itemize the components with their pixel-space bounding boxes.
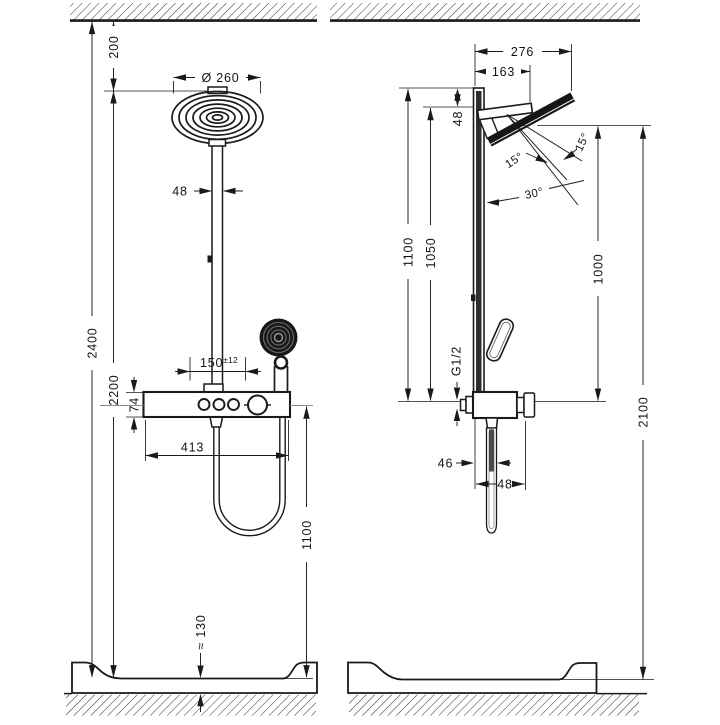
hose-loop-front: [209, 416, 286, 537]
ceiling-hatch-left: [70, 3, 317, 20]
dim-tray-depth: ≈ 130: [194, 614, 208, 712]
ceiling-hatch-right: [330, 3, 640, 20]
hose-connector-front: [209, 416, 224, 428]
svg-text:150±12: 150±12: [200, 355, 238, 370]
dim-head-reach-inner: 163: [475, 65, 531, 102]
valve-button-2: [212, 398, 226, 411]
svg-text:74: 74: [128, 397, 142, 413]
svg-text:1100: 1100: [402, 237, 416, 267]
front-view: 2400 200 2200: [64, 3, 318, 716]
dim-overall-height: 2400: [86, 327, 100, 358]
shower-pipe-front: [211, 139, 224, 393]
angle-annotations: 15° 15° 30°: [486, 131, 592, 206]
shower-tray-front: [71, 661, 318, 694]
overhead-shower-front: [171, 86, 264, 147]
dim-ceiling-gap: 200: [107, 35, 121, 58]
valve-select-knob: [247, 394, 268, 416]
hose-connector-side: [485, 417, 499, 429]
svg-text:48: 48: [451, 111, 465, 127]
svg-text:48: 48: [497, 477, 513, 491]
valve-knob-neck: [516, 396, 525, 414]
hand-shower-side: [485, 318, 515, 362]
dim-pipe-width: 48: [172, 184, 243, 198]
dim-thread: G1/2: [450, 346, 464, 426]
hand-shower-front: [259, 318, 298, 392]
dim-inlet-spacing: 150±12: [175, 355, 261, 381]
svg-text:1050: 1050: [424, 237, 438, 268]
valve-knob-side: [523, 392, 536, 418]
dim-head-reach: 276: [474, 44, 572, 91]
pipe-bracket-front: [207, 255, 212, 263]
dim-hose-offset: 46: [438, 418, 511, 489]
svg-text:2100: 2100: [637, 396, 651, 427]
svg-text:Ø 260: Ø 260: [201, 71, 239, 85]
dim-angle-lower: 15°: [573, 131, 592, 153]
dim-chain-200-2200: 200 2200: [106, 21, 121, 678]
svg-text:≈ 130: ≈ 130: [194, 614, 208, 649]
dim-overall-height-2400: 2400: [85, 21, 100, 678]
side-view: 276 163 48 15° 15°: [330, 3, 654, 716]
svg-text:1000: 1000: [592, 253, 606, 284]
valve-button-3: [227, 398, 240, 411]
dim-angle-upper: 15°: [503, 151, 525, 171]
hose-side: [485, 417, 499, 534]
dim-hose-spacing: 48: [476, 421, 526, 491]
dim-angle-range: 30°: [524, 186, 545, 202]
dim-column-height: 1100: [401, 88, 416, 401]
floor-hatch-right: [349, 694, 639, 716]
valve-body-front: [100, 383, 313, 419]
valve-body-side: [459, 390, 536, 420]
overhead-shower-side-horizontal: [476, 102, 534, 121]
dim-pivot-height: 1050: [423, 107, 438, 401]
dim-spray-height: 1000: [591, 126, 606, 401]
dim-head-diameter: Ø 260: [173, 70, 261, 94]
dim-hose-height-front: 1100: [299, 406, 314, 678]
svg-text:163: 163: [492, 65, 515, 79]
svg-text:48: 48: [172, 184, 188, 198]
wall-column-side: [471, 87, 485, 393]
valve-button-1: [197, 398, 211, 411]
svg-text:46: 46: [438, 456, 454, 470]
svg-text:276: 276: [511, 45, 534, 59]
floor-hatch-left: [66, 694, 316, 716]
dim-total-height: 2100: [636, 126, 651, 680]
column-bracket: [471, 294, 476, 301]
dim-valve-height: 74: [126, 377, 143, 433]
dim-head-drop: 48: [451, 88, 465, 126]
dim-upper-height: 2200: [107, 374, 121, 405]
svg-text:G1/2: G1/2: [450, 346, 464, 376]
valve-inlet-g12: [459, 398, 467, 412]
dim-valve-width: 413: [145, 420, 289, 461]
svg-text:413: 413: [181, 441, 204, 455]
hand-shower-holder-ring: [273, 355, 289, 370]
overhead-shower-side-tilted: [486, 92, 576, 147]
shower-tray-side: [347, 661, 598, 694]
svg-text:1100: 1100: [300, 520, 314, 550]
